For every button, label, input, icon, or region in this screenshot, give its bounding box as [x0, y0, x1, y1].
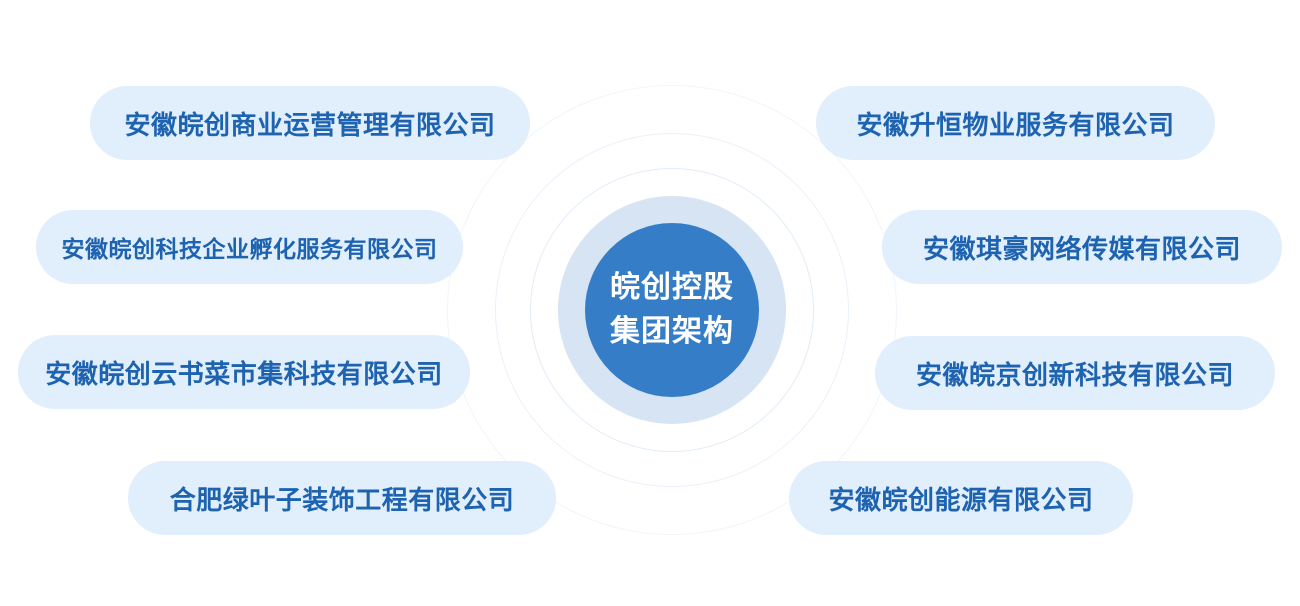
company-node-left-2: 安徽皖创科技企业孵化服务有限公司 [36, 210, 463, 284]
inner-ring [530, 168, 814, 452]
company-label: 安徽升恒物业服务有限公司 [856, 110, 1175, 141]
center-node: 皖创控股 集团架构 [585, 223, 759, 397]
company-label: 安徽皖创云书菜市集科技有限公司 [45, 359, 443, 390]
company-label: 安徽琪豪网络传媒有限公司 [922, 234, 1241, 265]
center-title-line2: 集团架构 [610, 314, 734, 349]
company-label: 安徽皖创科技企业孵化服务有限公司 [61, 237, 438, 263]
company-node-left-3: 安徽皖创云书菜市集科技有限公司 [18, 335, 470, 409]
company-node-right-1: 安徽升恒物业服务有限公司 [816, 86, 1215, 160]
company-label: 合肥绿叶子装饰工程有限公司 [169, 485, 515, 516]
middle-ring [495, 133, 849, 487]
outer-ring [447, 85, 897, 535]
company-node-left-4: 合肥绿叶子装饰工程有限公司 [128, 461, 556, 535]
company-node-right-3: 安徽皖京创新科技有限公司 [875, 336, 1275, 410]
company-label: 安徽皖创商业运营管理有限公司 [124, 110, 496, 141]
company-node-right-2: 安徽琪豪网络传媒有限公司 [882, 210, 1282, 284]
company-label: 安徽皖创能源有限公司 [828, 485, 1094, 516]
center-title-line1: 皖创控股 [610, 270, 734, 305]
company-node-left-1: 安徽皖创商业运营管理有限公司 [90, 86, 530, 160]
company-label: 安徽皖京创新科技有限公司 [915, 360, 1234, 391]
company-node-right-4: 安徽皖创能源有限公司 [789, 461, 1133, 535]
